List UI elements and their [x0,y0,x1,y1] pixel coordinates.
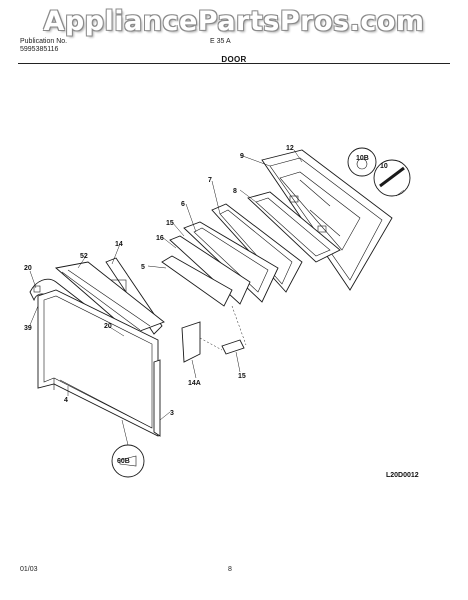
publication-label: Publication No. [20,38,68,45]
callout-4: 4 [64,397,68,404]
callout-20-top: 20 [24,265,32,272]
callout-3: 3 [170,410,174,417]
footer-date: 01/03 [20,566,38,573]
callout-14a: 14A [188,380,201,387]
header-rule [18,63,450,64]
callout-9: 9 [240,153,244,160]
callout-10b: 10B [356,155,369,162]
callout-6: 6 [181,201,185,208]
part-lower-glass [181,321,223,363]
part-outer-door-panel [37,289,159,437]
callout-52: 52 [80,253,88,260]
callout-10: 10 [380,163,388,170]
publication-number: 5995385116 [20,46,59,53]
section-title: DOOR [221,55,247,64]
part-inner-glass [161,255,247,346]
part-bottom-bracket [221,339,245,355]
callout-5: 5 [141,264,145,271]
part-bottom-screw-callout [111,419,145,478]
footer-page: 8 [228,566,232,573]
callout-60b: 60B [117,458,130,465]
callout-16: 16 [156,235,164,242]
callout-8: 8 [233,188,237,195]
part-inner-panel [247,191,341,263]
callout-15-bottom: 15 [238,373,246,380]
model-number: E 35 A [210,38,231,45]
part-screw-callout [347,147,411,197]
part-top-trim [55,261,165,335]
leader-lines [29,149,303,421]
diagram-code: L20D0012 [386,472,419,479]
callout-12: 12 [286,145,294,152]
callout-7: 7 [208,177,212,184]
callout-14: 14 [115,241,123,248]
watermark: AppliancePartsPros.com [43,6,425,37]
part-side-trim [153,359,161,437]
callout-15-top: 15 [166,220,174,227]
callout-39: 39 [24,325,32,332]
callout-20-mid: 20 [104,323,112,330]
